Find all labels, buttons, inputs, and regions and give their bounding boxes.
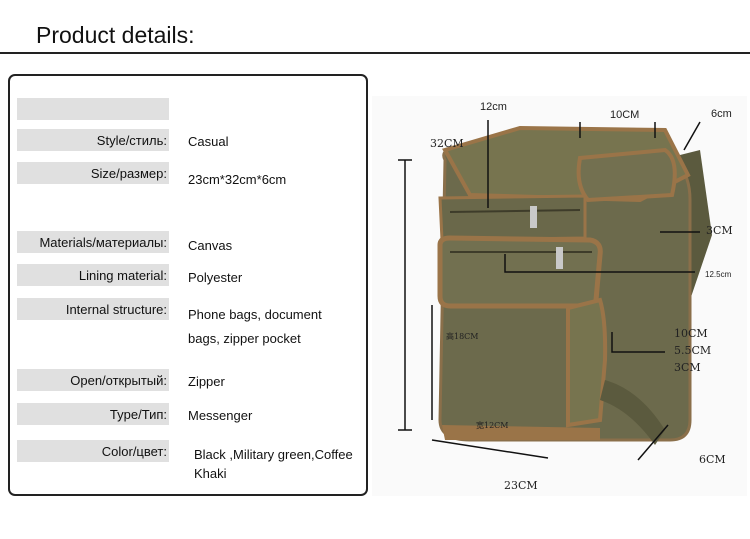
spec-value-internal-line1: Phone bags, document [188, 307, 322, 322]
spec-label-internal: Internal structure: [17, 298, 169, 320]
front-zip-pull [556, 247, 563, 269]
dim-label-side-3: 3CM [674, 361, 701, 374]
dim-line-6cm-bottom [637, 424, 669, 461]
spec-value-size: 23cm*32cm*6cm [188, 172, 287, 187]
side-pocket [566, 297, 608, 428]
dim-line-23cm [431, 439, 549, 459]
dim-label-3cm: 3CM [706, 224, 733, 237]
dim-label-32cm: 32CM [430, 137, 464, 150]
top-pocket [576, 147, 677, 203]
spec-label-style: Style/стиль: [17, 129, 169, 151]
bottom-trim [442, 425, 600, 440]
dim-label-12-5cm: 12.5cm [705, 270, 732, 279]
spec-value-type: Messenger [188, 408, 253, 423]
spec-label-size: Size/размер: [17, 162, 169, 184]
spec-label-color: Color/цвет: [17, 440, 169, 462]
spec-label-lining: Lining material: [17, 264, 169, 286]
dim-line-side-pocket [611, 332, 665, 353]
dim-label-12cm: 12cm [480, 101, 507, 113]
spec-value-color-line2: Khaki [194, 466, 227, 481]
leg-strap [600, 380, 665, 445]
dim-label-23cm: 23CM [504, 479, 538, 492]
product-photo: 12cm 10CM 6cm 32CM 3CM 12.5cm 高18CM 10CM… [372, 96, 747, 496]
spec-value-style: Casual [188, 134, 229, 149]
page-title: Product details: [36, 22, 195, 48]
dim-line-12-5cm [504, 254, 695, 273]
title-divider [0, 52, 750, 54]
dim-line-6cm-top [683, 121, 701, 151]
dim-label-6cm-bottom: 6CM [699, 453, 726, 466]
dim-label-18cm: 高18CM [446, 331, 479, 341]
spec-panel [8, 74, 368, 496]
dim-label-12cm-front: 宽12CM [476, 420, 509, 430]
dim-label-side-1: 10CM [674, 327, 708, 340]
upper-zip-pull [530, 206, 537, 228]
spec-value-color-line1: Black ,Military green,Coffee [194, 447, 353, 462]
spec-label-open: Open/открытый: [17, 369, 169, 391]
spec-label-materials: Materials/материалы: [17, 231, 169, 253]
spec-value-open: Zipper [188, 374, 225, 389]
dim-label-6cm-top: 6cm [711, 108, 732, 120]
spec-label-blank [17, 98, 169, 120]
dim-label-side-2: 5.5CM [674, 344, 711, 357]
upper-zip-panel [438, 194, 587, 242]
spec-value-internal-line2: bags, zipper pocket [188, 331, 301, 346]
spec-value-materials: Canvas [188, 238, 233, 253]
spec-value-lining: Polyester [188, 270, 243, 285]
dim-label-10cm: 10CM [610, 109, 639, 121]
upper-zipper [449, 209, 581, 213]
spec-label-type: Type/Тип: [17, 403, 169, 425]
